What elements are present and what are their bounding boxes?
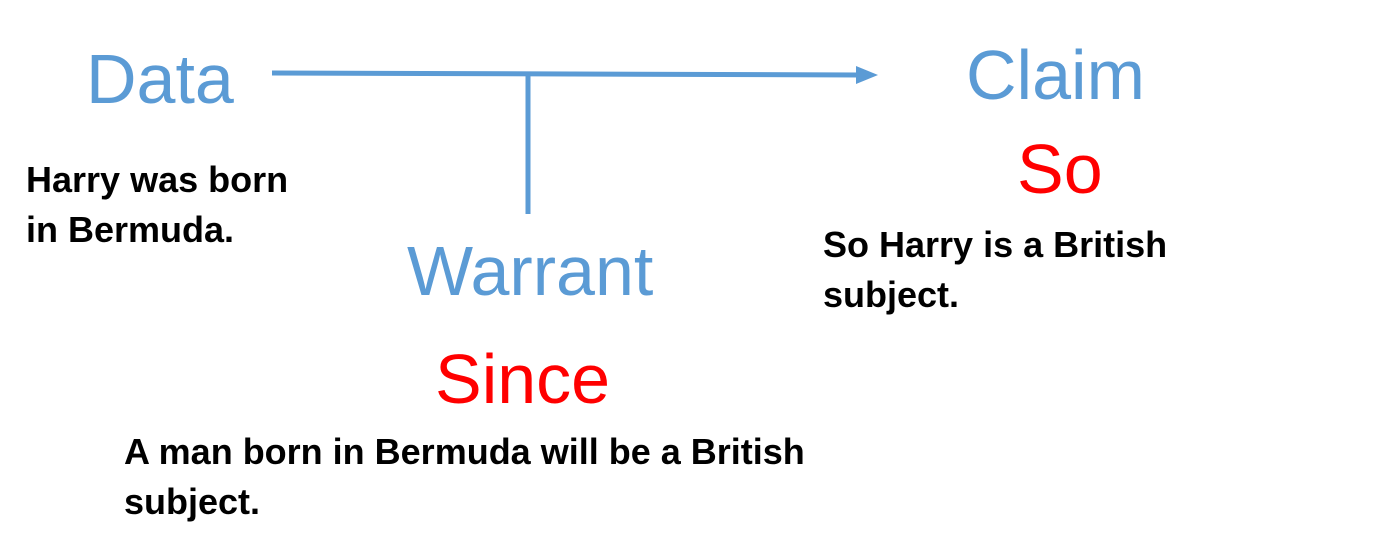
warrant-statement-line: A man born in Bermuda will be a British (124, 431, 805, 472)
data-statement: Harry was born in Bermuda. (26, 155, 288, 255)
so-keyword: So (1017, 130, 1103, 208)
data-heading: Data (86, 40, 234, 118)
claim-statement: So Harry is a British subject. (823, 220, 1167, 320)
arrowhead-icon (856, 66, 878, 84)
warrant-heading: Warrant (407, 232, 654, 310)
claim-statement-line: So Harry is a British (823, 224, 1168, 265)
data-statement-line: Harry was born (26, 159, 289, 200)
claim-statement-line: subject. (823, 274, 960, 315)
data-statement-line: in Bermuda. (26, 209, 235, 250)
data-to-claim-arrow-line (271, 70, 861, 78)
warrant-statement: A man born in Bermuda will be a British … (124, 427, 805, 527)
warrant-statement-line: subject. (124, 481, 261, 522)
claim-heading: Claim (966, 36, 1145, 114)
since-keyword: Since (435, 340, 611, 418)
